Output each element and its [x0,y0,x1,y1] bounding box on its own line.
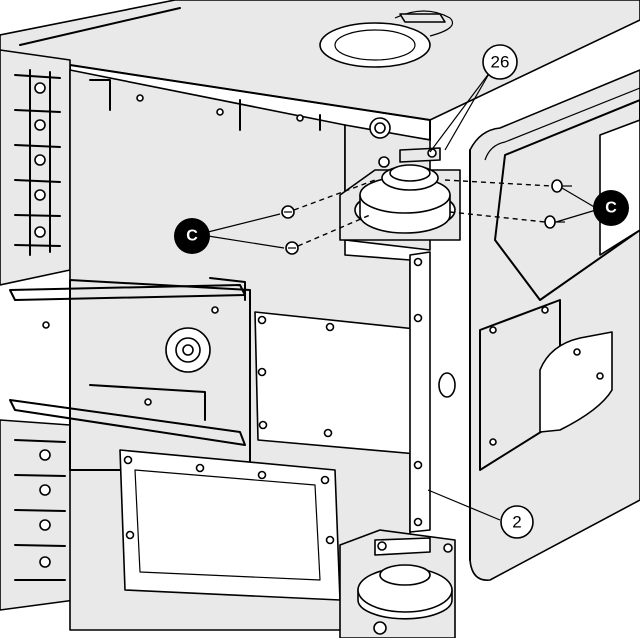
left-side-panel [0,49,76,611]
leader-lines [207,71,597,521]
callout-label: C [186,228,198,245]
callout-label: 26 [491,53,510,72]
callout-label: C [605,200,617,217]
handle-recess [539,331,613,433]
access-plate-upper [254,311,429,456]
callout-part-2: 2 [500,505,534,539]
installation-paths [293,179,553,247]
screw-icon [544,215,556,229]
callout-c-left: C [174,218,210,254]
caster-lower [339,529,456,638]
screws-left [281,205,299,255]
callout-part-26: 26 [482,44,518,80]
lower-shelf-bracket [9,399,246,446]
access-plate-lower [119,449,341,601]
screws-right [544,179,572,229]
callout-c-right: C [593,190,629,226]
callout-label: 2 [512,513,521,532]
top-handle-icon [399,13,446,23]
caster-upper [339,147,461,241]
right-side-panel [469,69,640,581]
screw-icon [551,179,563,193]
upper-recess [494,99,640,301]
